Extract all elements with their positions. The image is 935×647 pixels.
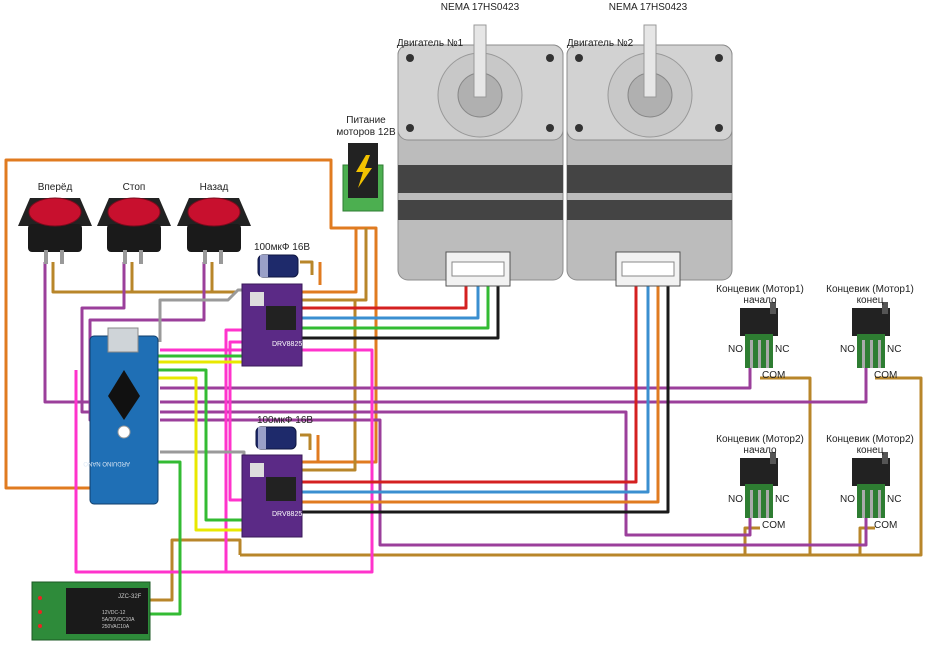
ls-m2-start-line1: Концевик (Мотор2) [716,434,804,445]
wire-brown-bottom [240,376,923,557]
ls-m2-start-nc: NC [775,494,789,505]
relay-rating-3: 250VAC10A [102,624,130,630]
power-jack: Питание моторов 12В [336,115,396,212]
ls-m2-end-com: COM [874,520,897,531]
ls-m1-end-no: NO [840,344,855,355]
capacitor-2: 100мкФ 16В [255,415,313,450]
wire-purple-btn2 [80,262,126,414]
ls-m2-end-line2: конец [857,445,884,456]
limit-switch-m2-end: Концевик (Мотор2) конец NO NC COM [826,434,914,531]
button-stop-label: Стоп [123,182,146,193]
lightning-icon [356,155,372,188]
wire-brown-buttons [51,262,236,294]
capacitor-2-label: 100мкФ 16В [257,415,313,426]
motor-2: NEMA 17HS0423 Двигатель №2 [566,2,733,287]
ls-m1-end-nc: NC [887,344,901,355]
relay-rating-2: 5A/30VDC10A [102,617,135,623]
ls-m2-start-com: COM [762,520,785,531]
driver-2-chip: DRV8825 [272,511,302,518]
wire-m1-blue [300,282,480,320]
driver-1-chip: DRV8825 [272,341,302,348]
wire-m1-green [300,282,490,330]
ls-m1-start-line1: Концевик (Мотор1) [716,284,804,295]
ls-m1-start-line2: начало [743,295,777,306]
wire-orange-loop [4,158,378,490]
relay-rating-1: 12VDC-12 [102,610,126,616]
wire-brown-cap1 [300,260,314,275]
ls-m2-end-no: NO [840,494,855,505]
ls-m1-end-line1: Концевик (Мотор1) [826,284,914,295]
ls-m1-end-com: COM [874,370,897,381]
capacitor-1: 100мкФ 16В [254,242,310,278]
wire-m2-blue [300,282,650,494]
power-label-2: моторов 12В [336,127,396,138]
button-back: Назад [177,182,251,264]
arduino-board-text: ARDUINO NANO [83,460,130,466]
capacitor-1-label: 100мкФ 16В [254,242,310,253]
wire-brown-cap2 [300,433,312,450]
wire-m1-red [300,282,468,310]
wire-brown-com1 [760,376,812,555]
driver-2: DRV8825 [241,454,303,538]
button-forward-label: Вперёд [38,182,73,193]
wire-brown-gnd2 [300,300,357,472]
ls-m2-start-line2: начало [743,445,777,456]
ls-m1-start-nc: NC [775,344,789,355]
limit-switch-m2-start: Концевик (Мотор2) начало NO NC COM [716,434,804,531]
wire-brown-com3 [743,526,760,555]
motor-2-name: Двигатель №2 [567,38,634,49]
wire-yellow-2 [150,376,244,532]
limit-switch-m1-end: Концевик (Мотор1) конец NO NC COM [826,284,914,381]
wire-m2-red [300,282,638,484]
limit-switch-m1-start: Концевик (Мотор1) начало NO NC COM [716,284,804,381]
ls-m2-start-no: NO [728,494,743,505]
power-label-1: Питание [346,115,386,126]
wire-purple-ls1 [160,362,752,390]
wire-m1-black [300,282,500,340]
motor-1-model: NEMA 17HS0423 [441,2,520,13]
wire-green-3 [150,460,182,616]
relay-module: JZC-32F 12VDC-12 5A/30VDC10A 250VAC10A [31,581,151,641]
driver-1: DRV8825 [241,283,303,367]
wire-pink-3 [228,340,244,502]
ls-m1-start-com: COM [762,370,785,381]
wire-purple-ls4 [160,418,868,547]
wire-brown-gnd1 [300,228,368,302]
wires [4,158,923,616]
wire-brown-relay [150,538,242,602]
button-stop: Стоп [97,182,171,264]
ls-m1-start-no: NO [728,344,743,355]
wire-m2-orange [300,282,660,504]
button-back-label: Назад [200,182,229,193]
ls-m2-end-line1: Концевик (Мотор2) [826,434,914,445]
motor-2-model: NEMA 17HS0423 [609,2,688,13]
button-forward: Вперёд [18,182,92,264]
wire-m2-black [300,282,670,514]
motor-1-name: Двигатель №1 [397,38,464,49]
ls-m2-end-nc: NC [887,494,901,505]
relay-model: JZC-32F [118,594,142,600]
arduino-nano: ARDUINO NANO [83,327,159,505]
wire-purple-ls2 [160,362,868,404]
wire-orange-driver1 [300,228,358,294]
wire-green-2 [150,368,244,522]
wire-purple-ls3 [160,410,752,537]
ls-m1-end-line2: конец [857,295,884,306]
motor-1: NEMA 17HS0423 Двигатель №1 [397,2,564,287]
